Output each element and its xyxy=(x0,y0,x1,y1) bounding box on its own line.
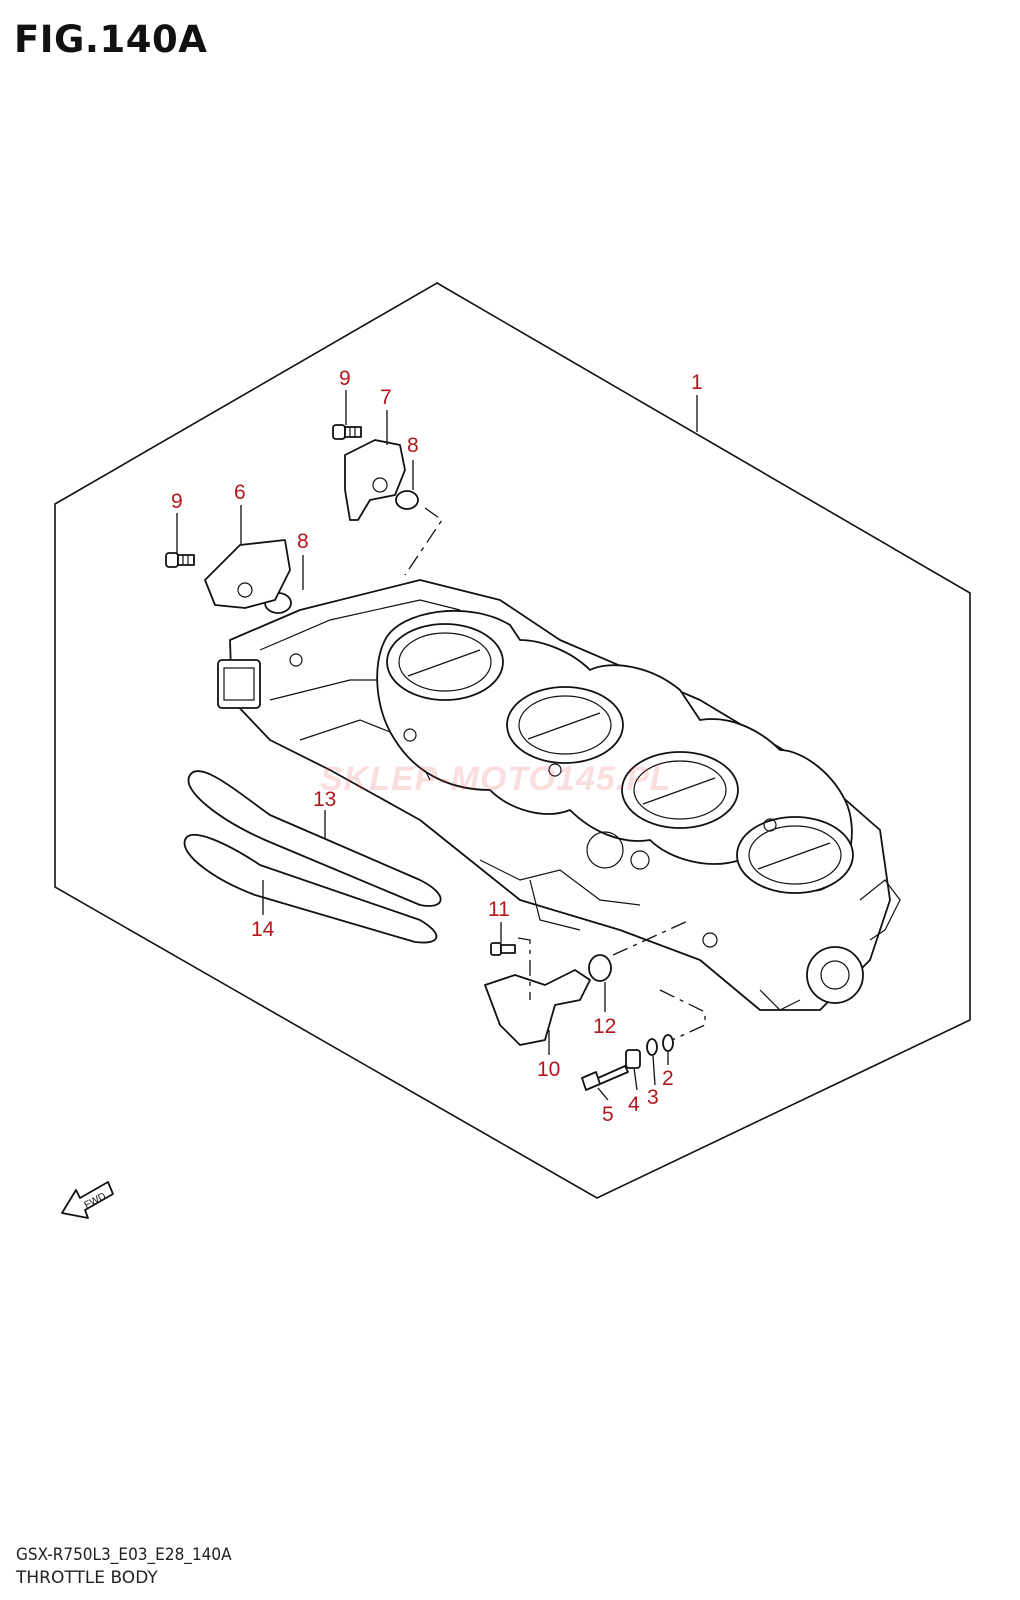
assembly-line-2 xyxy=(659,989,706,1041)
o-ring-2 xyxy=(662,1034,674,1052)
figure-title: FIG.140A xyxy=(14,18,208,61)
callout-2: 2 xyxy=(662,1067,674,1090)
sensor-6 xyxy=(204,539,291,609)
assembly-outline xyxy=(54,282,971,1199)
gasket-13 xyxy=(187,770,442,907)
callout-14: 14 xyxy=(251,918,275,941)
callout-1: 1 xyxy=(691,371,703,394)
callout-13: 13 xyxy=(313,788,336,811)
part-name: THROTTLE BODY xyxy=(16,1568,158,1588)
callout-11: 11 xyxy=(488,898,510,921)
leader-3 xyxy=(652,1055,656,1086)
washer-3 xyxy=(646,1038,658,1056)
screw-11 xyxy=(490,942,516,956)
callout-10: 10 xyxy=(537,1058,560,1081)
o-ring-12 xyxy=(588,954,612,982)
callout-8-upper: 8 xyxy=(407,434,419,457)
o-ring-8-upper xyxy=(395,490,419,510)
callout-5: 5 xyxy=(602,1103,614,1126)
watermark: SKLEP-MOTO145.PL xyxy=(320,760,672,798)
spring-4 xyxy=(625,1049,641,1069)
gasket-14 xyxy=(183,834,438,944)
callout-12: 12 xyxy=(593,1015,616,1038)
callout-9-lower: 9 xyxy=(171,490,183,513)
callout-6: 6 xyxy=(234,481,246,504)
callout-3: 3 xyxy=(647,1086,659,1109)
assembly-line-12 xyxy=(612,919,691,956)
callout-7: 7 xyxy=(380,386,392,409)
model-code: GSX-R750L3_E03_E28_140A xyxy=(16,1545,232,1565)
assembly-line-10 xyxy=(517,937,531,1000)
screw-9-upper xyxy=(332,424,362,440)
callout-9-upper: 9 xyxy=(339,367,351,390)
sensor-10 xyxy=(484,969,591,1046)
throttle-body-assembly xyxy=(217,579,901,1011)
screw-5 xyxy=(581,1065,629,1091)
callout-4: 4 xyxy=(628,1093,640,1116)
assembly-line-7 xyxy=(404,507,443,576)
screw-9-lower xyxy=(165,552,195,568)
leader-4 xyxy=(633,1067,638,1091)
fwd-arrow-icon: FWD xyxy=(61,1181,114,1219)
leader-5 xyxy=(597,1087,609,1101)
callout-8-lower: 8 xyxy=(297,530,309,553)
